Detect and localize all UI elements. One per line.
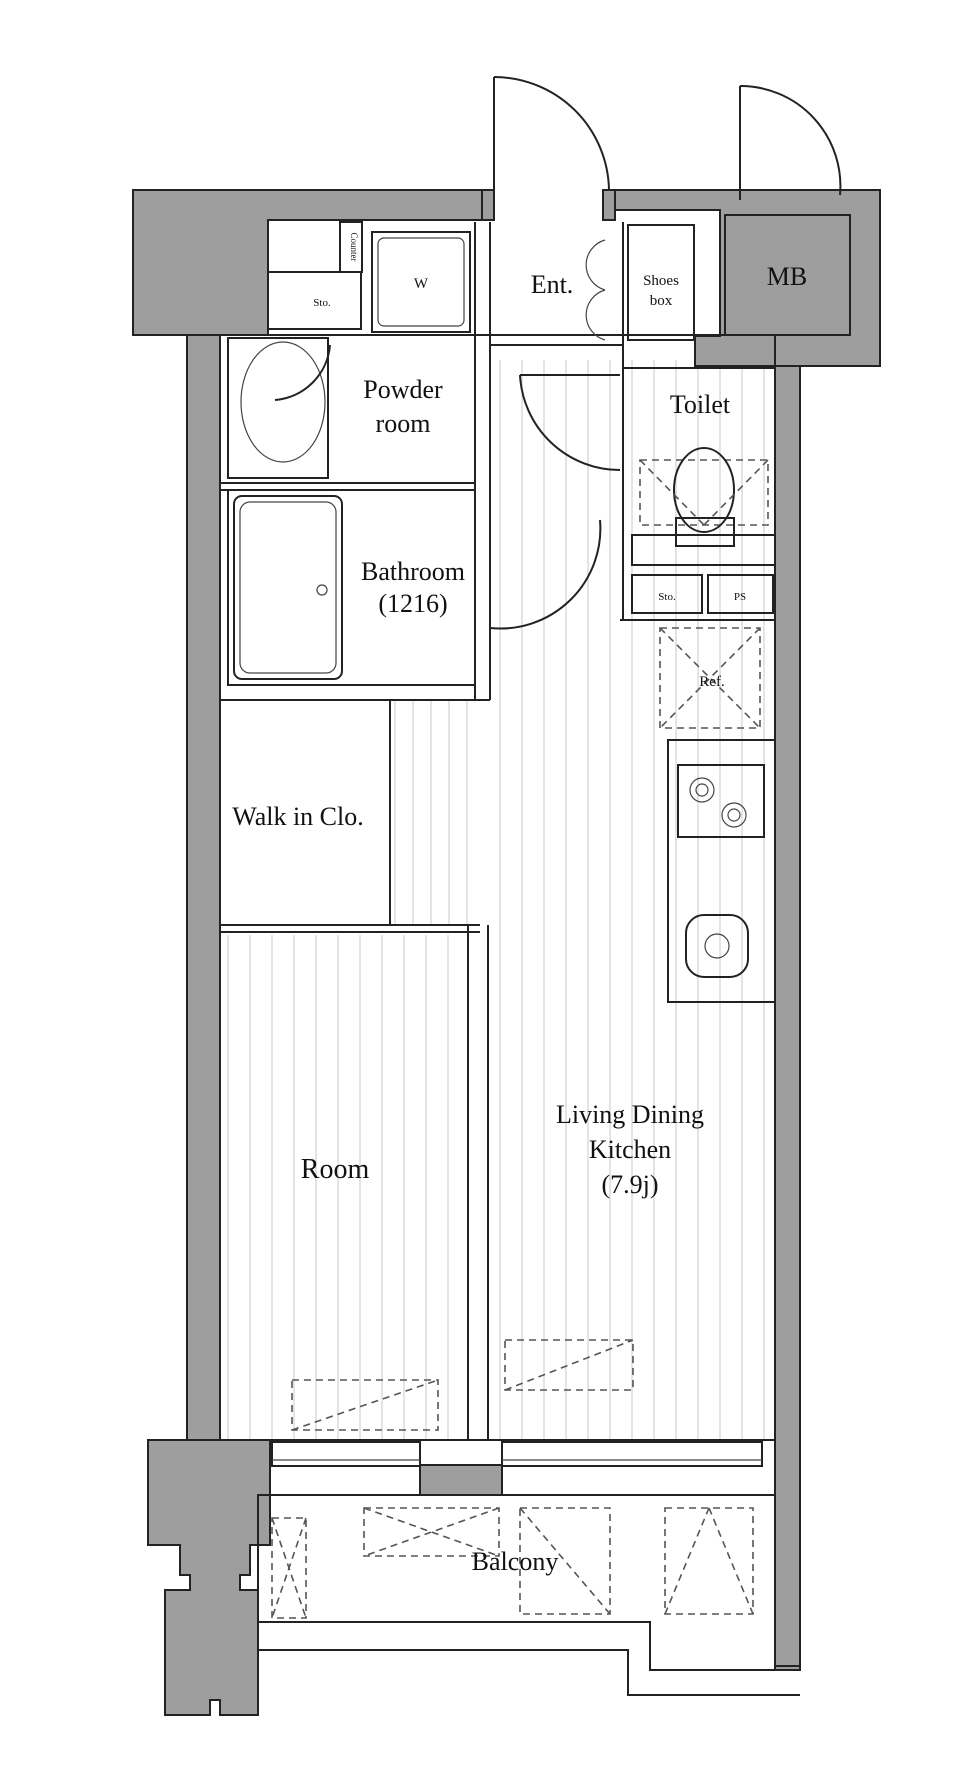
sto-mid-box [631,574,703,614]
label-mb: MB [767,262,807,291]
label-sto-mid: Sto. [658,591,676,603]
toilet-fixture [639,447,769,547]
label-sto-top: Sto. [313,297,331,309]
label-toilet: Toilet [670,390,731,419]
label-bathroom-size: (1216) [378,589,447,618]
sto-top-box [267,271,362,330]
ps-box [707,574,774,614]
washbasin [227,337,329,479]
label-counter: Counter [349,233,359,262]
label-walkin: Walk in Clo. [232,802,364,831]
label-bathroom: Bathroom [361,557,465,586]
bathtub [233,495,343,680]
kitchen-sink [685,914,749,978]
window-ldk [501,1441,763,1467]
label-w: W [414,276,429,292]
label-powder: Powder [363,375,443,404]
label-room: Room [301,1154,370,1185]
label-shoes-box: box [650,293,673,309]
wall-top-mid-1 [481,189,495,221]
label-ldk: Living Dining [556,1100,704,1129]
label-ref: Ref. [699,674,724,690]
label-ps: PS [734,591,746,603]
label-shoes: Shoes [643,273,679,289]
wall-left [186,334,221,1441]
toilet-counter [631,534,776,566]
window-room [271,1441,421,1467]
room-labels: Sto. Counter W Ent. Shoes box MB Powder … [232,233,807,1577]
kitchen-counter [667,739,776,1003]
shoes-box [627,224,695,341]
label-balcony: Balcony [472,1547,559,1576]
counter-box [339,221,363,273]
floor-lines [227,360,765,1440]
ref-box [659,627,761,729]
mb-box [724,214,851,336]
label-kitchen: Kitchen [589,1135,671,1164]
wall-top-mid-2 [602,189,616,221]
washer-box [371,231,471,333]
wall-right [774,365,801,1667]
walls [132,189,881,1716]
label-powder-room: room [376,409,431,438]
doors [274,76,842,630]
label-ldk-size: (7.9j) [601,1170,658,1199]
label-ent: Ent. [531,270,574,299]
wall-lower-left [147,1439,271,1716]
balcony-outline [257,1494,776,1671]
bathroom-box [227,489,476,686]
wall-window-mid [419,1464,503,1496]
stove [677,764,765,838]
interior-lines [219,214,851,1696]
